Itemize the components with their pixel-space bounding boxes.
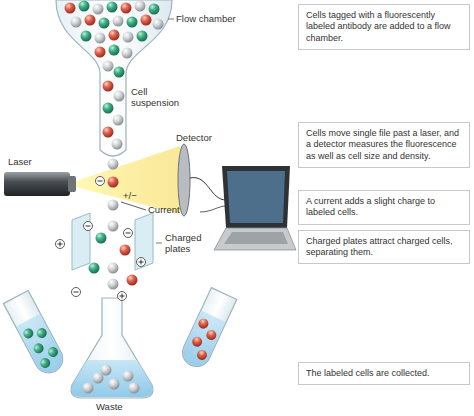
charge-symbol xyxy=(84,222,93,231)
step-box: A current adds a slight charge to labele… xyxy=(298,190,470,225)
charge-signs xyxy=(56,177,146,301)
cell xyxy=(113,115,124,126)
detector-dish xyxy=(178,144,190,216)
charge-symbol xyxy=(96,177,105,186)
charge-symbol xyxy=(118,292,127,301)
laptop-base xyxy=(214,228,296,250)
laptop-screen xyxy=(222,166,290,228)
cell xyxy=(141,15,152,26)
cell xyxy=(89,263,100,274)
cell xyxy=(137,31,148,42)
step-text: A current adds a slight charge to labele… xyxy=(306,196,462,219)
laser-lens xyxy=(68,176,76,192)
cell xyxy=(112,139,123,150)
cell xyxy=(114,67,125,78)
cell xyxy=(103,81,114,92)
step-text: Cells tagged with a fluorescently labele… xyxy=(306,10,462,44)
cell xyxy=(135,1,146,12)
cell xyxy=(96,233,107,244)
waste-liquid xyxy=(71,360,153,397)
laptop-keyboard xyxy=(224,232,288,244)
part-label: Waste xyxy=(96,401,123,412)
cell xyxy=(123,371,134,382)
part-label: Charged plates xyxy=(165,232,215,255)
step-text: Charged plates attract charged cells, se… xyxy=(306,236,462,259)
leader-line xyxy=(156,243,162,244)
leader-line xyxy=(168,19,174,20)
cell xyxy=(71,17,82,28)
cell xyxy=(103,127,114,138)
part-label: +/− xyxy=(123,190,137,201)
test-tube xyxy=(3,290,67,377)
flow-chamber xyxy=(56,0,172,156)
laser-body xyxy=(4,172,70,196)
cell xyxy=(109,379,120,390)
cell xyxy=(149,4,160,15)
cell xyxy=(153,19,164,30)
cell xyxy=(108,221,119,232)
cell xyxy=(129,383,140,394)
cell xyxy=(109,45,120,56)
part-label: Current xyxy=(148,204,180,215)
cell xyxy=(109,30,120,41)
cell xyxy=(101,365,112,376)
step-box: Cells tagged with a fluorescently labele… xyxy=(298,4,470,50)
step-text: Cells move single file past a laser, and… xyxy=(306,128,462,162)
detector-cable xyxy=(190,178,226,200)
cell xyxy=(83,383,94,394)
cell xyxy=(65,3,76,14)
cell xyxy=(93,4,104,15)
charged-plate xyxy=(135,213,153,270)
current-cable xyxy=(200,206,226,212)
cell xyxy=(85,15,96,26)
cell xyxy=(114,91,125,102)
charge-symbol xyxy=(137,258,146,267)
current-wire xyxy=(121,202,146,210)
cell xyxy=(93,373,104,384)
charge-symbol xyxy=(72,288,81,297)
cell xyxy=(108,200,119,211)
cell xyxy=(108,279,119,290)
cell xyxy=(127,17,138,28)
part-label: Laser xyxy=(8,156,32,167)
cell xyxy=(122,48,133,59)
cell xyxy=(108,159,119,170)
cell xyxy=(127,275,138,286)
laser-beam xyxy=(76,146,180,214)
cell xyxy=(108,263,119,274)
cell xyxy=(99,18,110,29)
cell xyxy=(81,31,92,42)
charge-symbol xyxy=(56,240,65,249)
cell xyxy=(103,103,114,114)
step-box: Charged plates attract charged cells, se… xyxy=(298,230,470,265)
cell xyxy=(120,245,131,256)
charge-symbol xyxy=(124,229,133,238)
waste-flask xyxy=(71,298,153,398)
cell xyxy=(123,32,134,43)
part-label: Detector xyxy=(176,132,212,143)
cells xyxy=(65,1,164,394)
part-label: Cell suspension xyxy=(131,86,189,109)
cell xyxy=(79,1,90,12)
cell xyxy=(121,3,132,14)
cell xyxy=(95,47,106,58)
step-box: The labeled cells are collected. xyxy=(298,362,470,385)
cell xyxy=(108,177,119,188)
test-tube xyxy=(178,288,237,371)
laptop-display xyxy=(227,171,285,223)
step-text: The labeled cells are collected. xyxy=(306,368,462,379)
cell xyxy=(95,33,106,44)
part-label: Flow chamber xyxy=(176,13,236,24)
cell xyxy=(103,61,114,72)
cell xyxy=(113,16,124,27)
cell xyxy=(107,2,118,13)
step-box: Cells move single file past a laser, and… xyxy=(298,122,470,168)
